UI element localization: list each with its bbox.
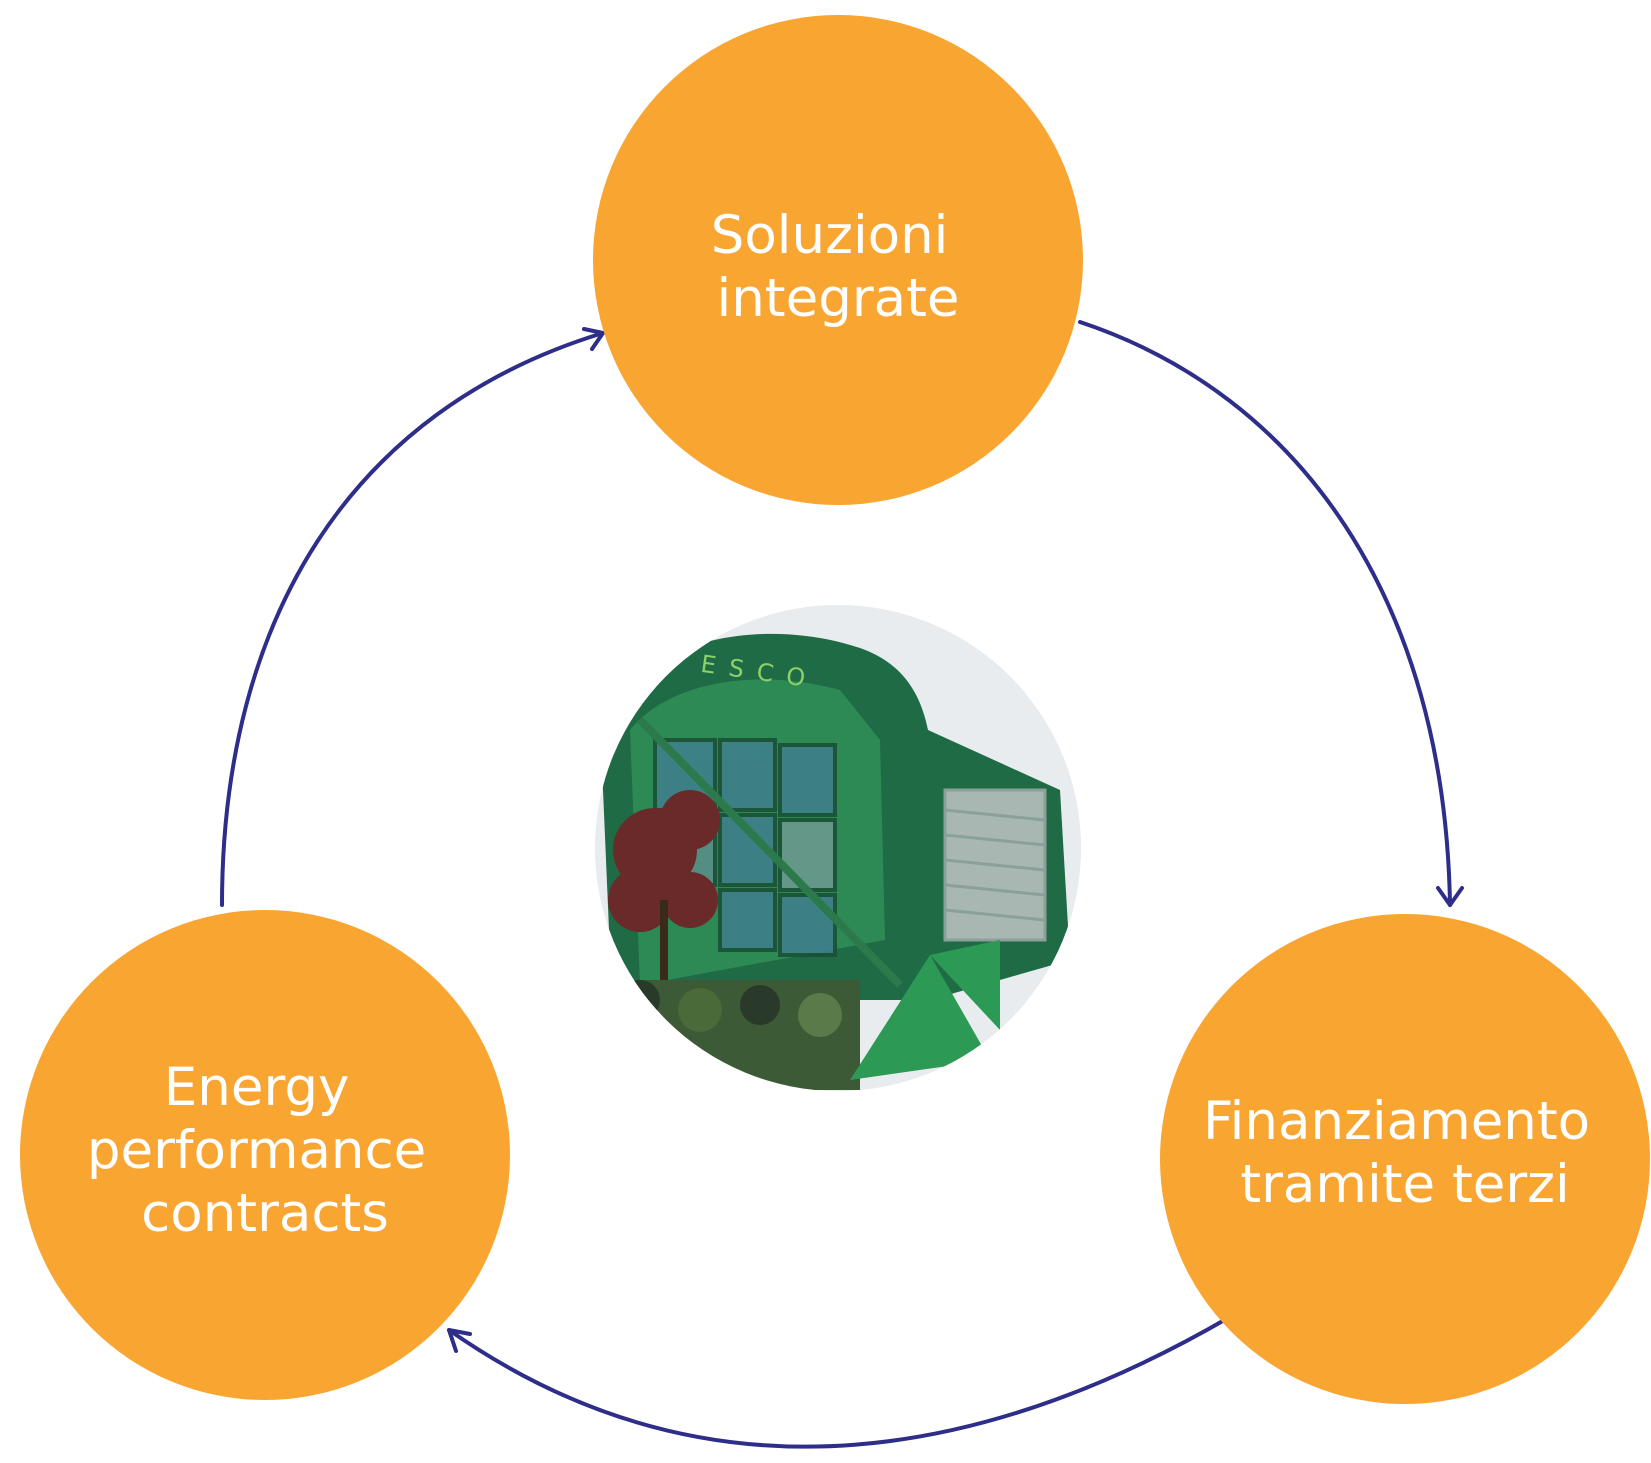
- svg-text:Finanziamento tramite te: Finanziamento tramite terzi: [1203, 1091, 1607, 1215]
- arrow-left-to-top: [220, 331, 605, 907]
- arrow-right-to-left-head: [447, 1328, 472, 1353]
- esco-building-photo-icon: ESCO: [595, 605, 1081, 1091]
- node-left-line-2: performance: [87, 1120, 426, 1181]
- svg-text:Energy performance: Energy performance contracts: [87, 1057, 443, 1244]
- shrubs: [600, 980, 860, 1090]
- node-right-line-1: Finanziamento: [1203, 1091, 1590, 1152]
- cycle-arrows: [220, 320, 1464, 1449]
- node-top-line-1: Soluzioni: [711, 205, 949, 266]
- node-top-line-2: integrate: [716, 268, 959, 329]
- svg-text:Soluzioni integrate: Soluzioni integrate: [711, 205, 966, 329]
- arrow-top-to-right-head: [1436, 886, 1464, 907]
- node-right: Finanziamento tramite terzi: [1160, 914, 1650, 1404]
- arrow-right-to-left: [447, 1316, 1230, 1449]
- node-right-line-2: tramite terzi: [1240, 1154, 1569, 1215]
- node-left-line-3: contracts: [141, 1183, 389, 1244]
- building-louvres: [943, 788, 1047, 942]
- arrow-left-to-top-head: [582, 327, 605, 351]
- node-left-line-1: Energy: [164, 1057, 350, 1118]
- node-top: Soluzioni integrate: [593, 15, 1083, 505]
- green-fan: [850, 940, 1000, 1080]
- node-left: Energy performance contracts: [20, 910, 510, 1400]
- tree: [608, 790, 720, 990]
- arrow-top-to-right: [1078, 320, 1452, 907]
